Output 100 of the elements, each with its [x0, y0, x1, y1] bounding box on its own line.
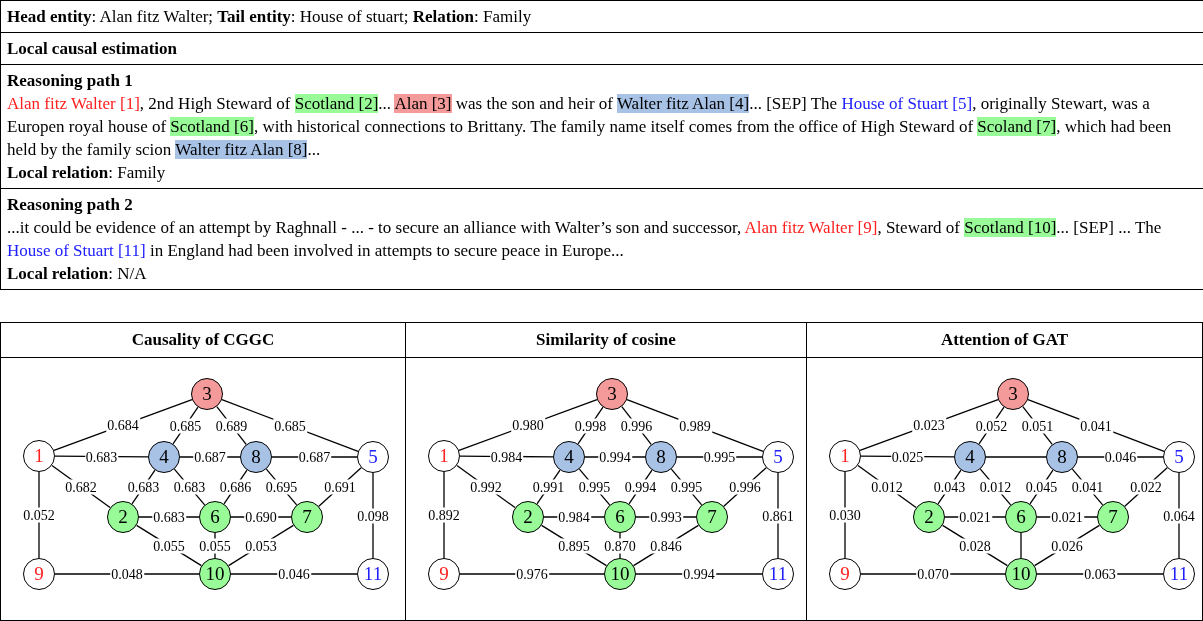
- path-text: Alan fitz Walter [1], 2nd High Steward of Scotland [2]... Alan [3] was the son and heir of Walter fitz Alan [4]... [SEP] The House of Stuart [5], originally Stewart, was a Europen royal house of Scotland [6], with historical connections to Brittany. The family name itself comes from the office of High Steward of Scoland [7], which had been held by the family scion Walter fitz Alan [8]...: [7, 93, 1173, 161]
- edge-label: 0.046: [1103, 449, 1138, 465]
- edge-label: 0.691: [323, 479, 357, 495]
- entity-circle: 9: [428, 558, 460, 590]
- edge-label: 0.685: [273, 418, 307, 433]
- entity-circle: 6: [604, 501, 636, 533]
- edge-label: 0.683: [126, 479, 161, 495]
- edge-label: 0.991: [531, 479, 566, 495]
- label: Alan [3]: [394, 94, 452, 113]
- entity-circle: 3: [997, 378, 1029, 410]
- entity-circle: 3: [596, 378, 628, 410]
- edge-label: 0.976: [515, 566, 549, 582]
- edge-label: 0.685: [168, 418, 203, 433]
- edge-label: 0.846: [649, 538, 683, 553]
- label: in England had been involved in attempts to secure peace in Europe...: [149, 241, 624, 260]
- label: Walter fitz Alan [4]: [616, 94, 750, 113]
- entity-circle: 5: [762, 441, 794, 473]
- edge-label: 0.995: [669, 479, 704, 495]
- path-heading: Reasoning path 1: [7, 70, 134, 92]
- panel-heading: Causality of CGGC: [1, 323, 405, 358]
- entity-circle: 3: [191, 378, 223, 410]
- entity-circle: 4: [553, 441, 585, 473]
- graph-panel: [806, 322, 1203, 621]
- edge-label: 0.070: [916, 566, 950, 582]
- entity-circle: 2: [913, 501, 945, 533]
- edge-label: 0.989: [678, 418, 712, 433]
- edge-label: 0.043: [932, 479, 967, 495]
- entity-circle: 5: [1163, 441, 1195, 473]
- edge-label: 0.994: [682, 566, 716, 582]
- edge-label: 0.998: [573, 418, 608, 433]
- entity-circle: 8: [240, 441, 272, 473]
- label: was the son and heir of: [455, 94, 613, 113]
- edge-line: [985, 456, 1047, 458]
- edge-label: 0.690: [244, 509, 278, 525]
- entity-circle: 10: [199, 558, 231, 590]
- edge-line: [1020, 532, 1022, 559]
- relation-text: Local relation: N/A: [7, 263, 148, 285]
- entity-circle: 11: [1163, 558, 1195, 590]
- label: held by the family scion: [7, 140, 172, 159]
- entity-circle: 10: [604, 558, 636, 590]
- entity-circle: 8: [1046, 441, 1078, 473]
- edge-label: 0.992: [469, 479, 503, 494]
- edge-label: 0.046: [277, 566, 311, 582]
- edge-label: 0.023: [912, 417, 946, 433]
- edge-label: 0.995: [702, 449, 737, 465]
- edge-label: 0.683: [152, 509, 186, 525]
- edge-label: 0.996: [728, 479, 762, 495]
- panel-heading: Attention of GAT: [807, 323, 1202, 358]
- label: ...: [307, 140, 321, 159]
- entity-circle: 6: [199, 501, 231, 533]
- edge-label: 0.025: [890, 449, 925, 464]
- entity-circle: 1: [23, 440, 55, 472]
- edge-label: 0.012: [870, 479, 904, 494]
- edge-label: 0.996: [619, 418, 654, 433]
- edge-label: 0.895: [557, 538, 591, 553]
- panel-heading: Similarity of cosine: [406, 323, 806, 358]
- edge-label: 0.064: [1162, 508, 1196, 523]
- edge-label: 0.048: [110, 566, 144, 582]
- edge-label: 0.030: [828, 507, 862, 523]
- label: ...: [378, 94, 392, 113]
- edge-label: 0.861: [761, 508, 795, 523]
- graph-panel: [405, 322, 807, 621]
- entity-circle: 9: [23, 558, 55, 590]
- entity-circle: 1: [428, 440, 460, 472]
- label: Scotland [10]: [964, 218, 1057, 237]
- edge-label: 0.683: [84, 449, 119, 464]
- label: Alan fitz Walter [9]: [744, 218, 878, 237]
- edge-label: 0.055: [152, 538, 186, 553]
- label: Alan fitz Walter [1]: [7, 94, 140, 113]
- label: ... [SEP] ... The: [1056, 218, 1162, 237]
- edge-label: 0.687: [193, 449, 227, 465]
- label: House of Stuart [11]: [7, 241, 146, 260]
- entity-circle: 2: [107, 501, 139, 533]
- label: Scotland [2]: [294, 94, 379, 113]
- label: House of Stuart [5]: [841, 94, 973, 113]
- label: Scotland [6]: [170, 117, 254, 136]
- label: Scoland [7]: [977, 117, 1057, 136]
- entity-circle: 2: [512, 501, 544, 533]
- edge-label: 0.026: [1050, 538, 1084, 553]
- edge-label: 0.686: [218, 479, 253, 495]
- label: , 2nd High Steward of: [139, 94, 291, 113]
- edge-label: 0.055: [198, 538, 232, 553]
- edge-label: 0.687: [297, 449, 332, 465]
- entity-circle: 4: [954, 441, 986, 473]
- entity-circle: 10: [1005, 558, 1037, 590]
- edge-label: 0.994: [623, 479, 658, 495]
- edge-label: 0.994: [598, 449, 632, 465]
- edge-label: 0.683: [172, 479, 207, 495]
- edge-label: 0.689: [214, 418, 249, 433]
- label: ... [SEP] The: [749, 94, 838, 113]
- edge-label: 0.052: [22, 507, 56, 523]
- label: ...it could be evidence of an attempt by Raghnall - ... - to secure an alliance with Walter’s son and successor,: [7, 218, 742, 237]
- relation-text: Local relation: Family: [7, 162, 167, 184]
- edge-label: 0.021: [1050, 509, 1084, 525]
- entity-circle: 6: [1005, 501, 1037, 533]
- path-heading: Reasoning path 2: [7, 194, 134, 216]
- entity-circle: 1: [829, 440, 861, 472]
- section-heading: Local causal estimation: [1, 33, 1203, 65]
- edge-label: 0.041: [1070, 479, 1105, 495]
- edge-label: 0.984: [557, 509, 591, 525]
